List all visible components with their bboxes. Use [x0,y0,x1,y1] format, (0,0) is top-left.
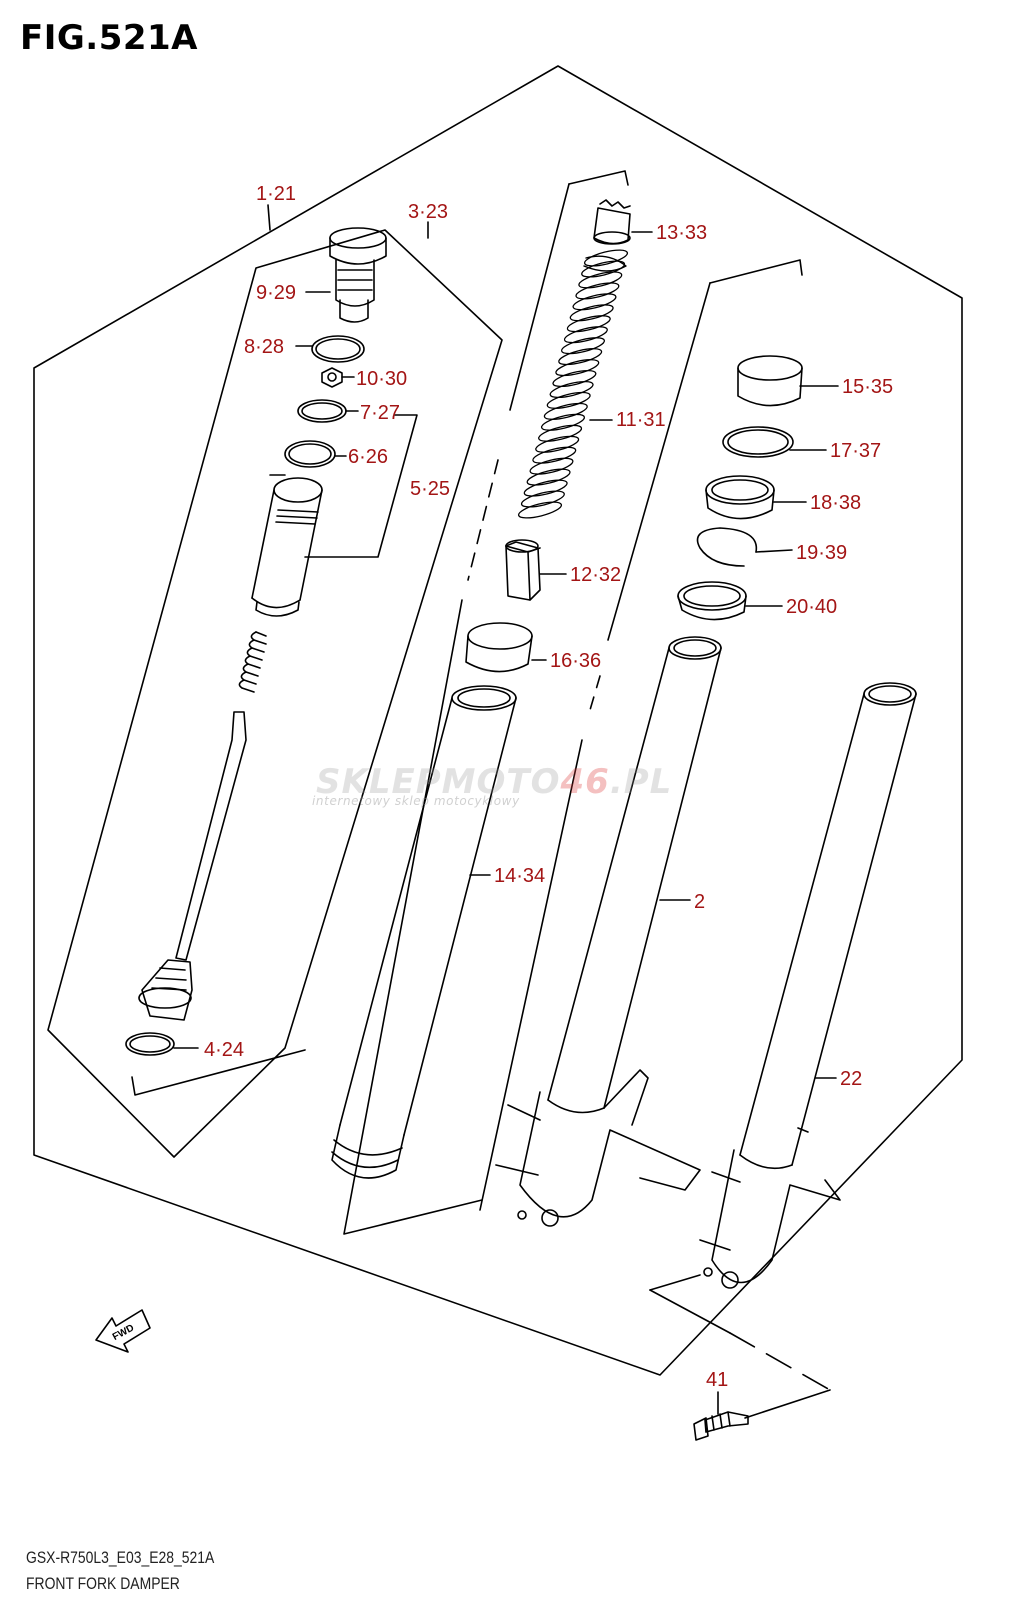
spring-coil [543,402,588,420]
spring-coil [572,293,617,311]
spring-coil [523,479,568,497]
callout-7-27: 7·27 [360,402,400,424]
spring-coil [535,435,580,453]
spring-coil [538,424,583,442]
callout-labels: 1·21 3·23 9·29 8·28 10·30 7·27 6·26 5·25… [204,183,893,1391]
spring-coil [546,391,591,409]
o-ring-8 [311,335,365,363]
damper-cartridge [251,477,323,617]
bushing-15 [737,355,803,407]
callout-11-31: 11·31 [616,409,666,431]
model-code: GSX-R750L3_E03_E28_521A [26,1548,215,1567]
damper-cap [329,227,387,323]
callout-2: 2 [694,891,705,913]
nut-10 [321,367,343,388]
spring-coil [560,337,606,355]
watermark-accent: 46 [560,762,610,802]
callout-41: 41 [706,1369,728,1391]
callout-19-39: 19·39 [796,542,847,564]
spring-coil [520,490,565,508]
spring-coil [540,413,586,431]
watermark-logo: SKLEPMOTO46.PL [316,762,672,802]
spring-coil [529,457,574,475]
ring-4 [125,1032,175,1056]
inner-tube-box [568,170,629,186]
callout-20-40: 20·40 [786,596,837,618]
callout-15-35: 15·35 [842,376,893,398]
damper-subframe [47,229,503,1158]
outer-tube-right [699,682,917,1289]
callout-17-37: 17·37 [830,440,881,462]
callout-22: 22 [840,1068,862,1090]
callout-12-32: 12·32 [570,564,621,586]
spring-coil [526,468,571,486]
spring-coil [517,501,563,519]
rebound-spring [238,631,267,693]
oil-seal-18 [705,475,775,520]
callout-8-28: 8·28 [244,336,284,358]
outer-frame [33,65,963,1376]
figure-title: FIG.521A [20,18,198,58]
callout-4-24: 4·24 [204,1039,244,1061]
spring-coil [563,326,608,344]
damper-rod [138,711,247,1021]
outer-tube-left [495,636,722,1227]
spring-coil [583,249,629,267]
spring-coil [532,446,577,464]
fwd-arrow [95,1309,151,1353]
watermark-suffix: .PL [609,762,673,802]
figure-caption: FRONT FORK DAMPER [26,1574,180,1593]
watermark-main: SKLEPMOTO [316,762,561,802]
outer-tube-box [709,259,803,284]
spring-coil [569,304,614,322]
washer-17 [722,426,794,458]
callout-10-30: 10·30 [356,368,407,390]
callout-1-21: 1·21 [256,183,296,205]
spring-coil [575,282,620,300]
spring-coil [581,260,626,278]
fwd-label: FWD [111,1323,136,1343]
spring-collar [593,199,631,245]
spring-coil [566,315,611,333]
spring-coil [558,348,603,366]
spacer-12 [505,539,541,601]
spring-coil [578,271,623,289]
spring-coil [552,369,597,388]
callout-14-34: 14·34 [494,865,545,887]
bushing-16 [465,622,533,673]
main-spring-coils [517,249,629,519]
dust-seal-20 [677,581,747,621]
callout-13-33: 13·33 [656,222,707,244]
spring-coil [549,380,594,399]
callout-3-23: 3·23 [408,201,448,223]
inner-tube [331,685,517,1179]
main-spring [583,255,627,272]
callout-18-38: 18·38 [810,492,861,514]
callout-9-29: 9·29 [256,282,296,304]
bolt-41 [693,1411,749,1441]
callout-16-36: 16·36 [550,650,601,672]
ring-6 [284,440,336,468]
spring-coil [555,359,600,377]
callout-6-26: 6·26 [348,446,388,468]
callout-5-25: 5·25 [410,478,450,500]
circlip-19 [696,527,758,567]
watermark-subtitle: internetowy sklep motocyklowy [312,794,520,808]
